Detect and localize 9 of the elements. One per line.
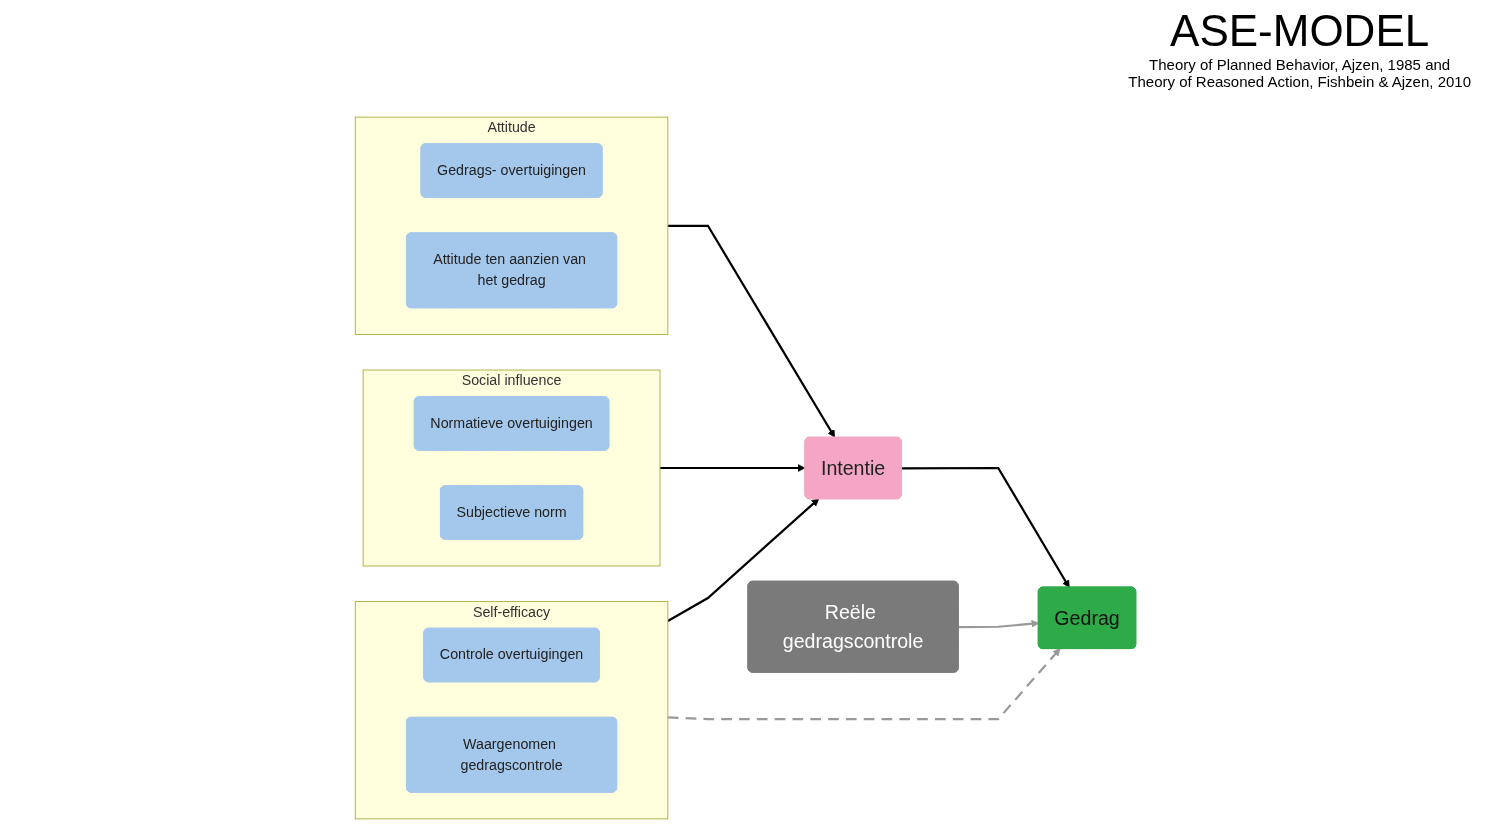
citation-text: Theory of Planned Behavior, Ajzen, 1985 and [1148, 56, 1452, 73]
diagram-title: ASE-MODEL [1169, 6, 1431, 56]
citation-text: Theory of Reasoned Action, Fishbein & Ajzen, 2010 [1128, 73, 1471, 90]
arrow [958, 619, 1040, 629]
arrow [667, 224, 836, 438]
arrow [667, 648, 1061, 721]
arrow [901, 466, 1070, 588]
arrow [660, 464, 806, 472]
arrow [667, 498, 820, 622]
